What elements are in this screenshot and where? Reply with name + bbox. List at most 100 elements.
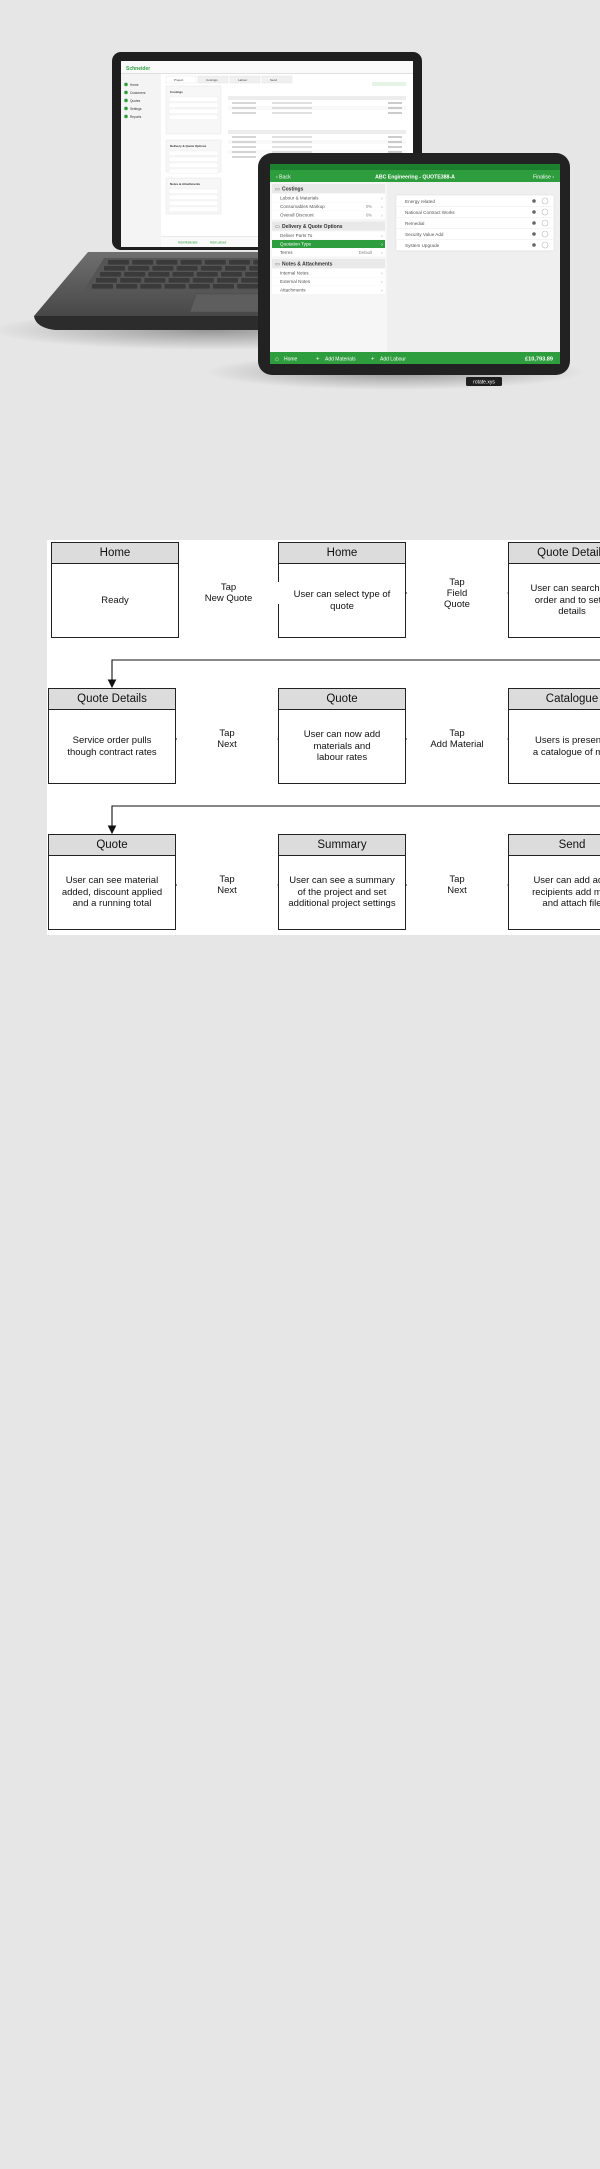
chevron-right-icon: › (381, 242, 383, 248)
schneider-logo: Schneider (126, 66, 150, 72)
chevron-right-icon: › (381, 213, 383, 219)
flow-step-title: Quote Details (49, 689, 175, 710)
laptop-tab-send[interactable]: Send (270, 78, 277, 82)
tablet-section-title: Notes & Attachments (282, 261, 333, 267)
tablet-row-label: Terms (280, 250, 293, 255)
flow-step-description: User can add addi recipients add mes and… (532, 875, 600, 910)
tablet-row-label: Consumables Markup (280, 204, 325, 209)
add-icon: + (316, 357, 320, 363)
tablet-list-row[interactable] (272, 240, 385, 248)
laptop-nav-home[interactable]: Home (130, 83, 139, 87)
tablet-list-row[interactable] (272, 277, 385, 286)
radio-icon[interactable] (541, 219, 549, 227)
tablet-list-row[interactable] (272, 286, 385, 294)
laptop-nav-reports[interactable]: Reports (130, 115, 142, 119)
flow-step-title: Quote Details (509, 543, 600, 564)
quotation-option-label: System Upgrade (405, 243, 440, 248)
tablet-section-title: Delivery & Quote Options (282, 224, 343, 230)
flow-step-description: User can see a summary of the project an… (288, 875, 396, 910)
flow-step-title: Summary (279, 835, 405, 856)
tablet-list-row[interactable] (272, 211, 385, 219)
tablet-list-row[interactable] (272, 269, 385, 277)
laptop-tab-costings[interactable]: Costings (206, 78, 218, 82)
tablet-row-label: Labour & Materials (280, 196, 319, 201)
flow-step-description: User can search for order and to set p d… (530, 583, 600, 618)
laptop-tab-labour[interactable]: Labour (238, 78, 247, 82)
tablet-row-label: Overall Discount (280, 213, 314, 218)
flow-step-description: User can now add materials and labour ra… (303, 729, 381, 764)
quotation-option-label: National Contract Works (405, 210, 455, 215)
tablet-row-value: Default (359, 250, 373, 255)
tablet-row-label: Deliver Parts To (280, 233, 313, 238)
nav-icon (124, 82, 128, 87)
tablet-row-label: Attachments (280, 288, 306, 293)
radio-icon[interactable] (541, 208, 549, 216)
quotation-option-label: Energy related (405, 199, 435, 204)
chevron-right-icon: › (381, 204, 383, 210)
flow-transition-label: Tap Add Material (407, 728, 507, 750)
flow-step-description: Ready (101, 594, 129, 606)
flow-transition-label: Tap Next (407, 874, 507, 896)
nav-icon (124, 98, 128, 103)
tablet-add-materials-button[interactable]: Add Materials (325, 357, 356, 363)
quote-total: £10,793.89 (525, 357, 553, 363)
truck-icon: ▭ (275, 224, 280, 230)
laptop-nav-settings[interactable]: Settings (130, 107, 142, 111)
tablet-list-row[interactable] (272, 248, 385, 257)
tablet-bottom-bar: ⌂Home+Add Materials+Add Labour£10,793.89 (275, 357, 553, 363)
laptop-add-labour-button[interactable]: Add Labour (210, 241, 227, 245)
tablet-home-button[interactable]: Home (284, 357, 298, 363)
flow-transition-label: Tap Next (177, 874, 277, 896)
tablet-list-row[interactable] (272, 231, 385, 240)
tablet: ‹ Back ABC Engineering - QUOTE388-A Fina… (258, 153, 570, 386)
laptop-section-title: Delivery & Quote Options (170, 144, 207, 148)
chevron-right-icon: › (381, 196, 383, 202)
quotation-option[interactable] (397, 207, 553, 218)
tablet-list-row[interactable] (272, 194, 385, 202)
tablet-section-title: Costings (282, 186, 304, 192)
tablet-list-row[interactable] (272, 202, 385, 211)
quotation-option[interactable] (397, 240, 553, 251)
eye-icon (532, 232, 536, 236)
quotation-option[interactable] (397, 196, 553, 207)
quotation-option-label: Remedial (405, 221, 424, 226)
flow-transition-label: Tap New Quote (178, 582, 279, 604)
flow-step-title: Home (279, 543, 405, 564)
radio-icon[interactable] (541, 241, 549, 249)
flow-step-description: Service order pulls though contract rate… (67, 735, 157, 758)
laptop-nav-quotes[interactable]: Quotes (130, 99, 141, 103)
tablet-add-labour-button[interactable]: Add Labour (380, 357, 406, 363)
flow-step-title: Home (52, 543, 178, 564)
nav-icon (124, 90, 128, 95)
quotation-option[interactable] (397, 229, 553, 240)
quotation-option[interactable] (397, 218, 553, 229)
laptop-tabs: Project Costings Labour Send (165, 75, 293, 84)
laptop-tab-project[interactable]: Project (174, 78, 184, 82)
back-button[interactable]: ‹ Back (276, 175, 291, 181)
flow-step-title: Quote (49, 835, 175, 856)
laptop-add-materials-button[interactable]: Add Materials (178, 241, 198, 245)
home-icon: ⌂ (275, 357, 279, 363)
quotation-option-label: Security Value Add (405, 232, 444, 237)
chevron-right-icon: › (381, 279, 383, 285)
flow-step-title: Catalogue (509, 689, 600, 710)
radio-icon[interactable] (541, 197, 549, 205)
nav-icon (124, 114, 128, 119)
radio-icon[interactable] (541, 230, 549, 238)
quote-title: ABC Engineering - QUOTE388-A (375, 175, 455, 181)
tablet-row-value: 0% (366, 213, 372, 218)
flow-step-description: User can select type of quote (293, 589, 391, 612)
eye-icon (532, 199, 536, 203)
finalise-button[interactable]: Finalise › (533, 175, 554, 181)
watermark: rotate.xys (473, 380, 495, 386)
flow-step-description: User can see material added, discount ap… (61, 875, 163, 910)
paperclip-icon: ▭ (275, 261, 280, 267)
laptop-nav-customers[interactable]: Customers (130, 91, 146, 95)
